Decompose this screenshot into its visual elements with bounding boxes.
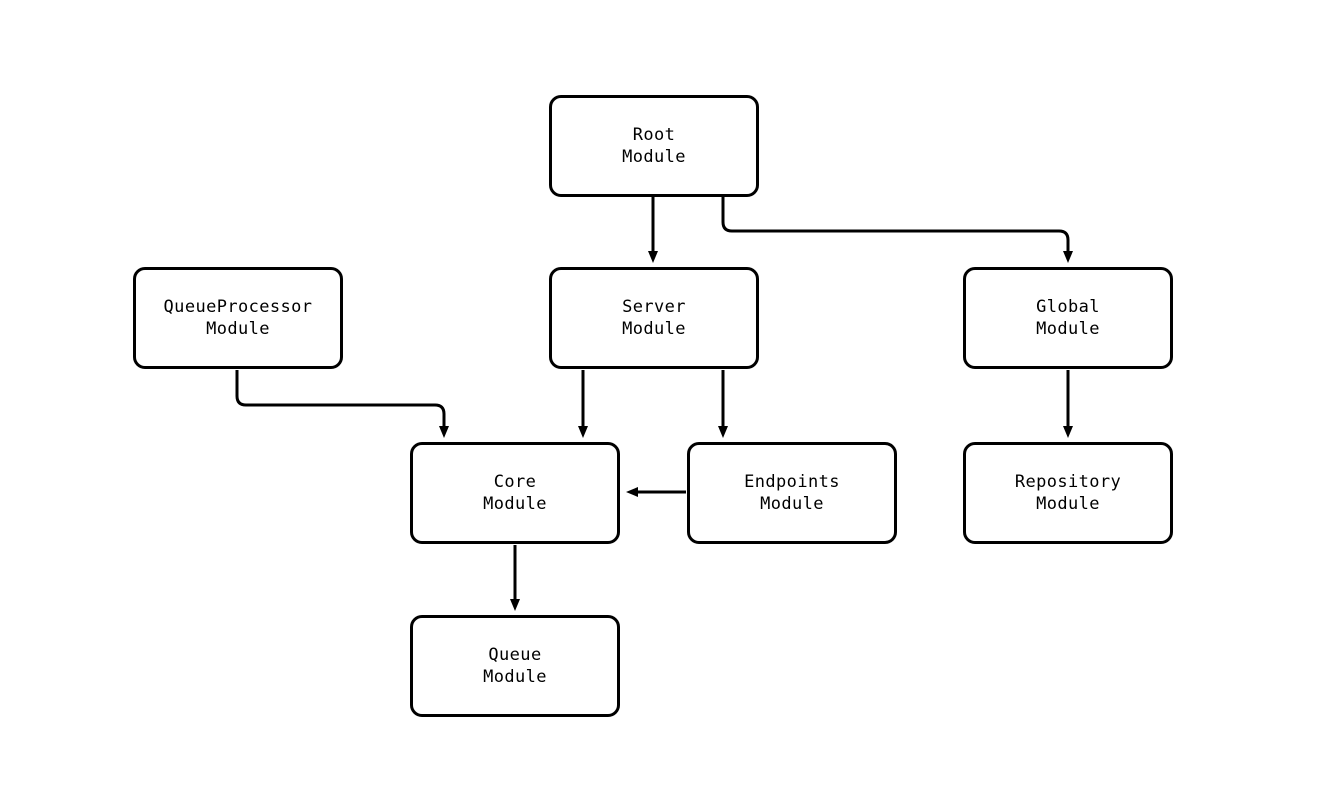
node-global-module-label-line1: Global (1036, 297, 1100, 317)
node-core-module-label-line2: Module (483, 494, 547, 514)
node-server-module[interactable]: Server Module (549, 267, 759, 369)
node-repository-module-label-line1: Repository (1014, 472, 1122, 492)
node-server-module-label-line2: Module (622, 319, 686, 339)
node-queueprocessor-module-label-line2: Module (206, 319, 270, 339)
node-endpoints-module-label-line2: Module (760, 494, 824, 514)
node-core-module[interactable]: Core Module (410, 442, 620, 544)
node-root-module[interactable]: Root Module (549, 95, 759, 197)
node-global-module[interactable]: Global Module (963, 267, 1173, 369)
node-endpoints-module[interactable]: Endpoints Module (687, 442, 897, 544)
node-queueprocessor-module[interactable]: QueueProcessor Module (133, 267, 343, 369)
edge-queueprocessor-core (235, 370, 449, 438)
node-endpoints-module-label-line1: Endpoints (744, 472, 840, 492)
node-queueprocessor-module-label-line1: QueueProcessor (163, 297, 313, 317)
node-queue-module-label-line2: Module (483, 667, 547, 687)
node-global-module-label-line2: Module (1036, 319, 1100, 339)
node-server-module-label-line1: Server (622, 297, 686, 317)
node-queue-module-label-line1: Queue (488, 645, 542, 665)
node-root-module-label-line1: Root (632, 125, 676, 145)
node-repository-module-label-line2: Module (1036, 494, 1100, 514)
edge-root-global (721, 197, 1073, 263)
node-repository-module[interactable]: Repository Module (963, 442, 1173, 544)
node-queue-module[interactable]: Queue Module (410, 615, 620, 717)
node-core-module-label-line1: Core (493, 472, 537, 492)
node-root-module-label-line2: Module (622, 147, 686, 167)
